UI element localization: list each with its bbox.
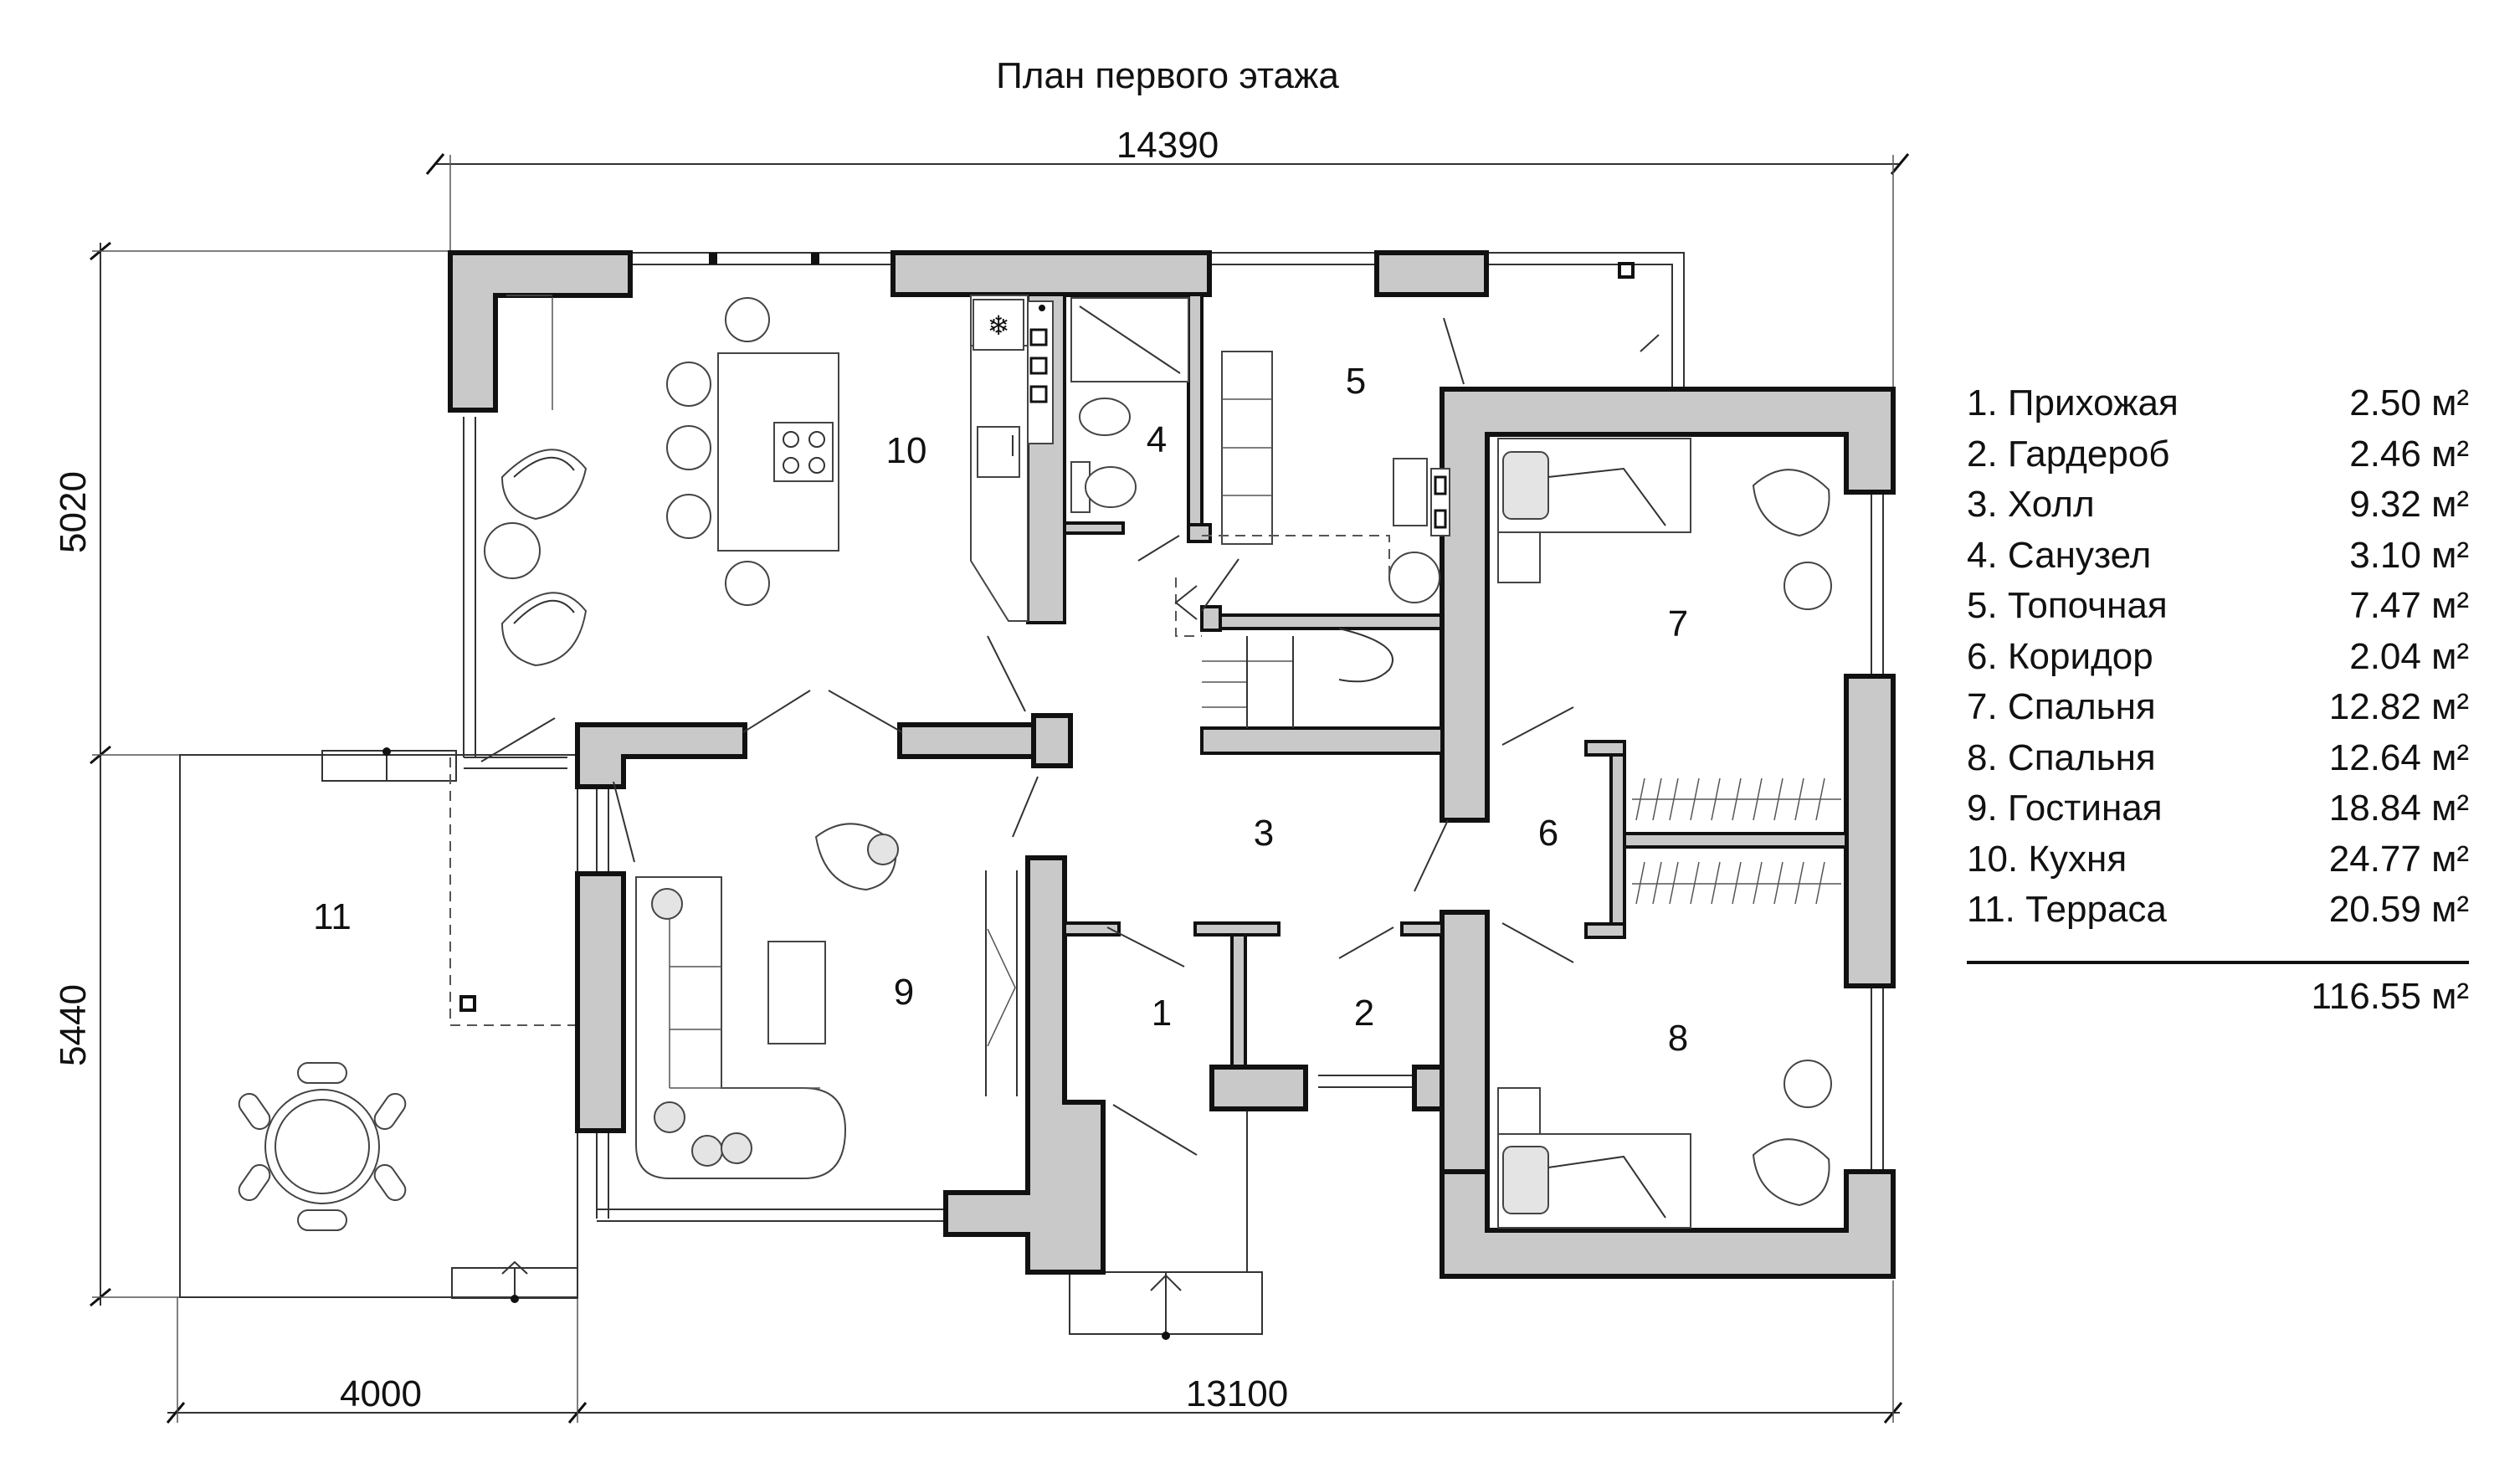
bed-icon xyxy=(1497,438,1691,533)
room-area: 2.50 м² xyxy=(2349,382,2469,423)
room-label-7: 7 xyxy=(1668,603,1688,644)
room-label-11: 11 xyxy=(313,896,352,937)
room-label-2: 2 xyxy=(1354,993,1374,1034)
room-area: 7.47 м² xyxy=(2349,585,2469,626)
dimension-left-upper: 5020 xyxy=(53,471,94,553)
room-area: 2.46 м² xyxy=(2349,433,2469,475)
dimension-left-lower: 5440 xyxy=(53,984,94,1066)
room-label-9: 9 xyxy=(894,972,914,1013)
room-area-legend: 1. Прихожая 2.50 м² 2. Гардероб 2.46 м² 3.… xyxy=(1967,378,2469,1018)
door-swings xyxy=(480,317,1660,1156)
svg-text:❄: ❄ xyxy=(988,310,1010,341)
legend-row: 11. Терраса 20.59 м² xyxy=(1967,885,2469,936)
armchair-icon xyxy=(484,449,588,667)
dimension-top: 14390 xyxy=(1116,125,1219,166)
legend-row: 6. Коридор 2.04 м² xyxy=(1967,632,2469,683)
sink-icon xyxy=(977,426,1020,478)
legend-row: 5. Топочная 7.47 м² xyxy=(1967,581,2469,632)
dimension-bottom-right: 13100 xyxy=(1186,1373,1288,1414)
room-name: 1. Прихожая xyxy=(1967,382,2179,423)
legend-row: 3. Холл 9.32 м² xyxy=(1967,480,2469,531)
room-label-4: 4 xyxy=(1147,419,1167,460)
room-area: 18.84 м² xyxy=(2328,788,2469,829)
room-name: 2. Гардероб xyxy=(1967,433,2170,475)
room-area: 20.59 м² xyxy=(2328,889,2469,930)
total-area: 116.55 м² xyxy=(2311,975,2469,1017)
terrace xyxy=(179,747,578,1303)
dimension-bottom-left: 4000 xyxy=(340,1373,422,1414)
legend-row: 2. Гардероб 2.46 м² xyxy=(1967,429,2469,480)
legend-row: 8. Спальня 12.64 м² xyxy=(1967,733,2469,784)
room-label-5: 5 xyxy=(1346,361,1366,402)
room-label-6: 6 xyxy=(1538,813,1558,854)
bedroom-furniture xyxy=(1497,438,1841,1229)
snowflake-icon: ❄ xyxy=(973,299,1024,351)
room-name: 8. Спальня xyxy=(1967,736,2156,778)
stove-burner-icon xyxy=(773,422,834,482)
dining-table-icon xyxy=(238,1062,407,1231)
room-name: 5. Топочная xyxy=(1967,585,2168,626)
room-name: 3. Холл xyxy=(1967,484,2095,525)
legend-row: 10. Кухня 24.77 м² xyxy=(1967,834,2469,885)
room-label-1: 1 xyxy=(1152,993,1172,1034)
room-label-10: 10 xyxy=(886,430,927,471)
room-name: 7. Спальня xyxy=(1967,686,2156,727)
legend-row: 1. Прихожая 2.50 м² xyxy=(1967,378,2469,429)
room-area: 12.82 м² xyxy=(2328,686,2469,727)
plan-title: План первого этажа xyxy=(996,55,1339,96)
room-name: 4. Санузел xyxy=(1967,534,2152,576)
legend-divider xyxy=(1967,960,2469,964)
room-area: 24.77 м² xyxy=(2328,838,2469,880)
bed-icon xyxy=(1497,1133,1691,1229)
room-label-3: 3 xyxy=(1254,813,1274,854)
room-name: 11. Терраса xyxy=(1967,889,2167,930)
room-name: 10. Кухня xyxy=(1967,838,2127,880)
legend-row: 4. Санузел 3.10 м² xyxy=(1967,531,2469,582)
toilet-icon xyxy=(1070,398,1137,513)
room-name: 9. Гостиная xyxy=(1967,788,2163,829)
room-numbers: 1 2 3 4 5 6 7 8 9 10 11 xyxy=(313,361,1688,1059)
legend-row: 9. Гостиная 18.84 м² xyxy=(1967,783,2469,834)
room-label-8: 8 xyxy=(1668,1018,1688,1059)
room-name: 6. Коридор xyxy=(1967,635,2153,677)
walls xyxy=(448,250,1896,1279)
dimension-lines: 14390 5020 5440 4000 13100 xyxy=(53,125,1910,1424)
living-furniture xyxy=(635,823,1018,1179)
room-area: 12.64 м² xyxy=(2328,736,2469,778)
legend-row: 7. Спальня 12.82 м² xyxy=(1967,682,2469,733)
room-area: 3.10 м² xyxy=(2349,534,2469,576)
room-area: 2.04 м² xyxy=(2349,635,2469,677)
room-area: 9.32 м² xyxy=(2349,484,2469,525)
kitchen-furniture: ❄ xyxy=(484,295,1450,728)
